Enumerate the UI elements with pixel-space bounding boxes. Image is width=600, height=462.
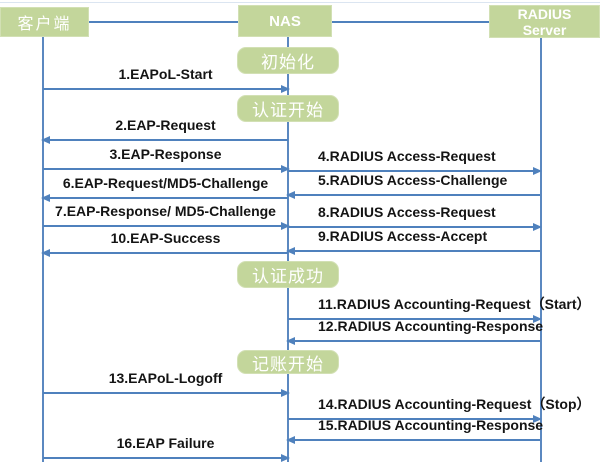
message-label: 14.RADIUS Accounting-Request（Stop）	[318, 396, 591, 412]
actor-label-radius-line1: RADIUS	[517, 5, 572, 22]
message-label: 16.EAP Failure	[116, 435, 215, 451]
phase-box-authentication-success: 认证成功	[237, 261, 339, 288]
actor-box-radius-server: RADIUS Server	[489, 5, 600, 38]
message-15-radius-accounting-response: 15.RADIUS Accounting-Response	[286, 415, 544, 444]
phase-label: 记账开始	[252, 354, 324, 374]
message-5-radius-access-challenge: 5.RADIUS Access-Challenge	[286, 170, 540, 199]
lifeline-radius-server	[540, 38, 542, 462]
actor-box-nas: NAS	[238, 5, 332, 37]
left-arrow-icon	[41, 136, 288, 144]
right-arrow-icon	[43, 454, 290, 462]
message-10-eap-success: 10.EAP-Success	[41, 228, 288, 257]
actor-label-client: 客户端	[17, 16, 72, 33]
connector-line-nas-radius	[332, 21, 489, 23]
phase-label: 认证成功	[252, 267, 324, 286]
top-border-line	[0, 2, 600, 3]
message-label: 12.RADIUS Accounting-Response	[318, 318, 544, 334]
message-9-radius-access-accept: 9.RADIUS Access-Accept	[286, 226, 540, 255]
right-arrow-icon	[43, 85, 290, 93]
message-4-radius-access-request: 4.RADIUS Access-Request	[288, 146, 542, 175]
right-arrow-icon	[43, 165, 290, 173]
message-6-eap-request-md5-challenge: 6.EAP-Request/MD5-Challenge	[41, 173, 288, 202]
message-8-radius-access-request: 8.RADIUS Access-Request	[288, 202, 542, 231]
left-arrow-icon	[41, 249, 288, 257]
message-7-eap-response-md5-challenge: 7.EAP-Response/ MD5-Challenge	[43, 201, 290, 230]
message-label: 13.EAPoL-Logoff	[108, 370, 223, 386]
right-arrow-icon	[288, 167, 542, 175]
message-label: 9.RADIUS Access-Accept	[318, 228, 488, 244]
message-13-eapol-logoff: 13.EAPoL-Logoff	[43, 368, 290, 397]
actor-label-radius-server: RADIUS Server	[518, 6, 572, 38]
connector-line-client-nas	[89, 21, 238, 23]
phase-box-accounting-start: 记账开始	[237, 350, 339, 374]
right-arrow-icon	[43, 222, 290, 230]
message-label: 3.EAP-Response	[109, 146, 222, 162]
phase-label: 初始化	[261, 53, 315, 72]
left-arrow-icon	[286, 247, 540, 255]
left-arrow-icon	[286, 337, 540, 345]
message-label: 5.RADIUS Access-Challenge	[318, 172, 508, 188]
actor-label-nas: NAS	[269, 12, 301, 30]
right-arrow-icon	[288, 415, 542, 423]
phase-label: 认证开始	[252, 101, 324, 120]
message-12-radius-accounting-response: 12.RADIUS Accounting-Response	[286, 316, 544, 345]
message-3-eap-response: 3.EAP-Response	[43, 144, 290, 173]
message-16-eap-failure: 16.EAP Failure	[43, 433, 290, 462]
right-arrow-icon	[288, 223, 542, 231]
phase-box-initialization: 初始化	[237, 47, 339, 74]
message-label: 7.EAP-Response/ MD5-Challenge	[55, 203, 276, 219]
phase-box-authentication-start: 认证开始	[237, 95, 339, 122]
message-label: 4.RADIUS Access-Request	[318, 148, 496, 164]
right-arrow-icon	[288, 315, 542, 323]
message-label: 8.RADIUS Access-Request	[318, 204, 496, 220]
left-arrow-icon	[286, 436, 540, 444]
left-arrow-icon	[286, 191, 540, 199]
message-label: 6.EAP-Request/MD5-Challenge	[62, 175, 269, 191]
right-arrow-icon	[43, 389, 290, 397]
message-label: 11.RADIUS Accounting-Request（Start）	[318, 296, 591, 312]
message-label: 10.EAP-Success	[110, 230, 221, 246]
message-label: 2.EAP-Request	[115, 117, 216, 133]
actor-label-radius-line2: Server	[522, 21, 567, 38]
message-11-radius-accounting-request-start: 11.RADIUS Accounting-Request（Start）	[288, 294, 591, 323]
message-2-eap-request: 2.EAP-Request	[41, 115, 288, 144]
message-1-eapol-start: 1.EAPoL-Start	[43, 64, 290, 93]
left-arrow-icon	[41, 194, 288, 202]
message-label: 1.EAPoL-Start	[118, 66, 213, 82]
message-label: 15.RADIUS Accounting-Response	[318, 417, 544, 433]
actor-box-client: 客户端	[0, 7, 89, 37]
message-14-radius-accounting-request-stop: 14.RADIUS Accounting-Request（Stop）	[288, 394, 591, 423]
